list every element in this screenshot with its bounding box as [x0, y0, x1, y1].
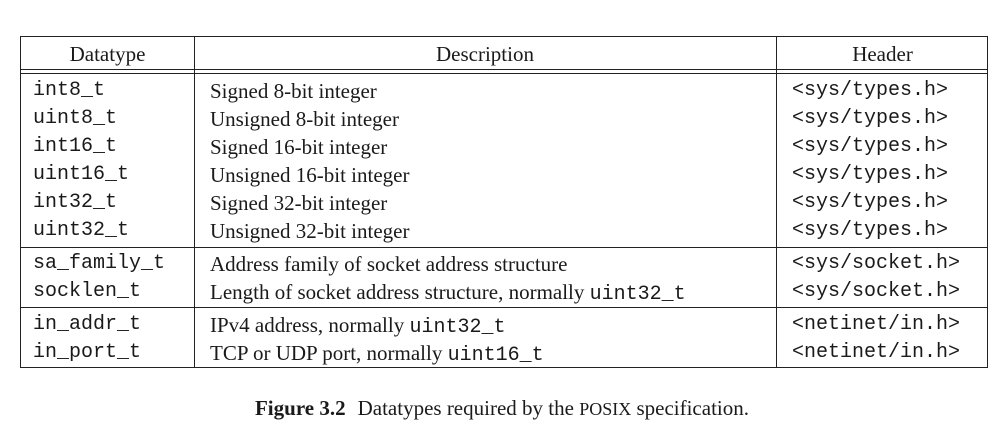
table-row: in_port_t TCP or UDP port, normally uint…	[21, 339, 987, 367]
datatypes-table: Datatype Description Header int8_t Signe…	[20, 36, 988, 368]
description-cell: Length of socket address structure, norm…	[210, 278, 686, 306]
description-text: TCP or UDP port, normally	[210, 341, 448, 365]
column-divider	[776, 37, 777, 367]
caption-text-end: specification.	[631, 396, 749, 420]
header-cell: <sys/types.h>	[792, 191, 949, 214]
table-row: uint16_t Unsigned 16-bit integer <sys/ty…	[21, 161, 987, 189]
description-code: uint16_t	[447, 344, 544, 367]
description-code: uint32_t	[589, 283, 686, 306]
datatype-cell: in_addr_t	[33, 313, 142, 336]
header-rule	[21, 69, 987, 70]
group-rule	[21, 247, 987, 248]
datatype-cell: int16_t	[33, 135, 118, 158]
datatype-cell: int8_t	[33, 79, 106, 102]
header-rule	[21, 73, 987, 74]
header-cell: <sys/types.h>	[792, 135, 949, 158]
header-cell: <sys/socket.h>	[792, 280, 961, 303]
table-row: uint8_t Unsigned 8-bit integer <sys/type…	[21, 105, 987, 133]
table-row: int16_t Signed 16-bit integer <sys/types…	[21, 133, 987, 161]
datatype-cell: socklen_t	[33, 280, 142, 303]
datatype-cell: int32_t	[33, 191, 118, 214]
header-cell: <sys/types.h>	[792, 163, 949, 186]
description-cell: Signed 32-bit integer	[210, 191, 388, 215]
table-row: int32_t Signed 32-bit integer <sys/types…	[21, 189, 987, 217]
datatype-cell: uint8_t	[33, 107, 118, 130]
description-cell: Signed 16-bit integer	[210, 135, 388, 159]
description-cell: Address family of socket address structu…	[210, 252, 568, 276]
datatype-cell: uint32_t	[33, 219, 130, 242]
description-cell: Unsigned 32-bit integer	[210, 219, 410, 243]
description-text: IPv4 address, normally	[210, 313, 410, 337]
header-cell: <sys/types.h>	[792, 107, 949, 130]
description-text: Length of socket address structure, norm…	[210, 280, 590, 304]
header-cell: <netinet/in.h>	[792, 341, 961, 364]
column-divider	[194, 37, 195, 367]
description-code: uint32_t	[409, 316, 506, 339]
column-header-header: Header	[852, 42, 913, 66]
group-rule	[21, 307, 987, 308]
header-cell: <sys/socket.h>	[792, 252, 961, 275]
table-row: uint32_t Unsigned 32-bit integer <sys/ty…	[21, 217, 987, 245]
table-row: in_addr_t IPv4 address, normally uint32_…	[21, 311, 987, 339]
header-cell: <sys/types.h>	[792, 219, 949, 242]
column-header-description: Description	[436, 42, 534, 66]
datatype-cell: sa_family_t	[33, 252, 166, 275]
datatype-cell: in_port_t	[33, 341, 142, 364]
description-cell: Signed 8-bit integer	[210, 79, 377, 103]
column-header-datatype: Datatype	[69, 42, 146, 66]
figure-caption: Figure 3.2 Datatypes required by the POSI…	[0, 396, 1004, 421]
header-cell: <sys/types.h>	[792, 79, 949, 102]
caption-text: Datatypes required by the	[357, 396, 580, 420]
datatype-cell: uint16_t	[33, 163, 130, 186]
caption-acronym: POSIX	[579, 399, 632, 419]
figure-label: Figure 3.2	[254, 396, 346, 420]
table-row: int8_t Signed 8-bit integer <sys/types.h…	[21, 77, 987, 105]
description-cell: TCP or UDP port, normally uint16_t	[210, 339, 544, 367]
table-row: socklen_t Length of socket address struc…	[21, 278, 987, 306]
description-cell: Unsigned 8-bit integer	[210, 107, 399, 131]
header-cell: <netinet/in.h>	[792, 313, 961, 336]
table-row: sa_family_t Address family of socket add…	[21, 250, 987, 278]
description-cell: Unsigned 16-bit integer	[210, 163, 410, 187]
description-cell: IPv4 address, normally uint32_t	[210, 311, 506, 339]
